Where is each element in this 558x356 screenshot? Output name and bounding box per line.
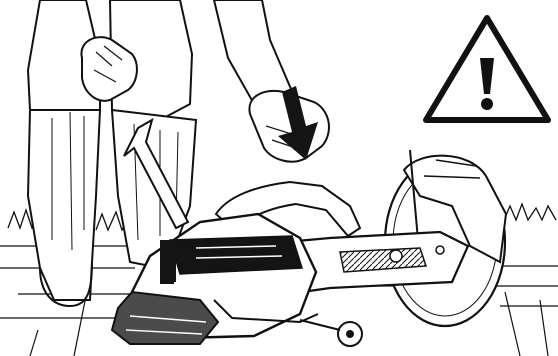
- arrow-marker-icon: [160, 248, 174, 284]
- grass-right: [504, 204, 556, 220]
- warning-triangle-icon: [426, 18, 548, 120]
